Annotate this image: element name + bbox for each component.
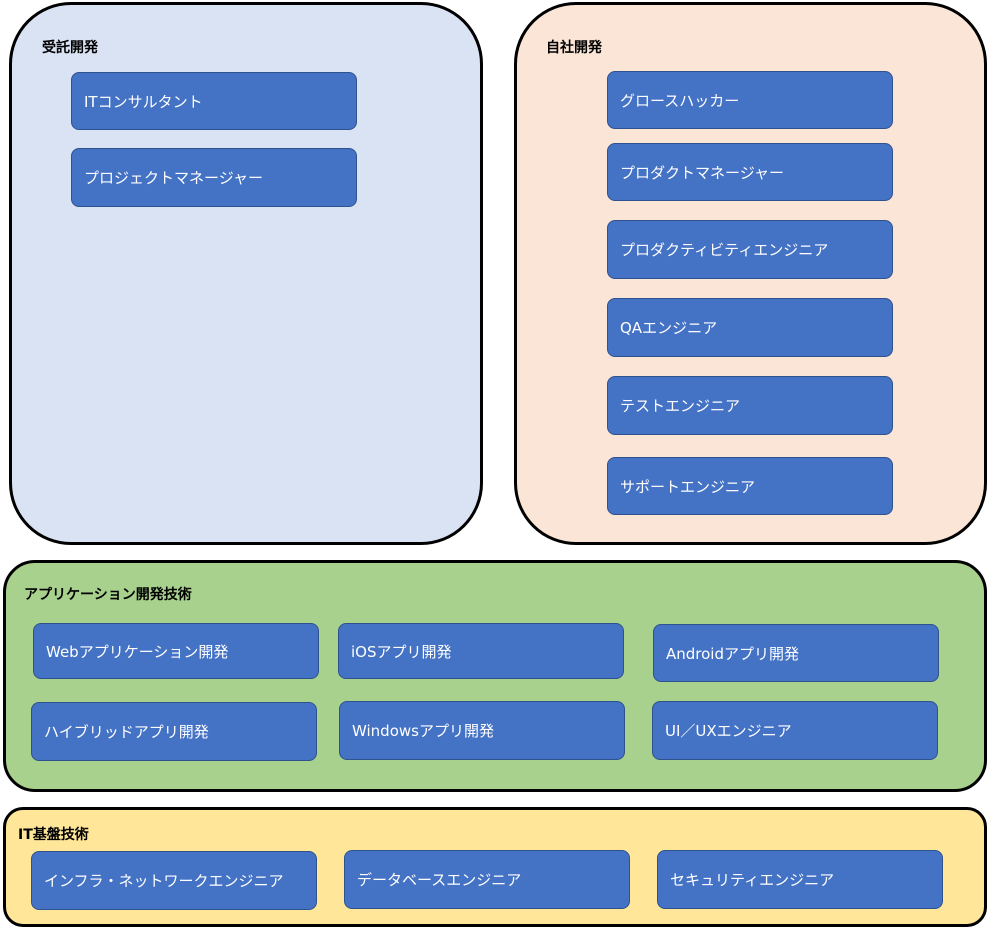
- role-box-database-engineer: データベースエンジニア: [344, 850, 630, 909]
- role-box-windows-app-development: Windowsアプリ開発: [339, 701, 625, 760]
- role-box-ios-app-development: iOSアプリ開発: [338, 623, 624, 679]
- role-box-infra-network-engineer: インフラ・ネットワークエンジニア: [31, 851, 317, 910]
- role-box-qa-engineer: QAエンジニア: [607, 298, 893, 357]
- role-box-web-app-development: Webアプリケーション開発: [33, 623, 319, 679]
- role-box-project-manager: プロジェクトマネージャー: [71, 148, 357, 207]
- role-box-security-engineer: セキュリティエンジニア: [657, 850, 943, 909]
- group-title-contract-development: 受託開発: [42, 40, 98, 56]
- role-box-growth-hacker: グロースハッカー: [607, 71, 893, 129]
- role-box-support-engineer: サポートエンジニア: [607, 457, 893, 515]
- group-title-inhouse-development: 自社開発: [546, 40, 602, 56]
- role-box-hybrid-app-development: ハイブリッドアプリ開発: [31, 702, 317, 761]
- role-box-productivity-engineer: プロダクティビティエンジニア: [607, 220, 893, 279]
- group-title-it-infrastructure-tech: IT基盤技術: [18, 827, 89, 843]
- group-title-application-development-tech: アプリケーション開発技術: [24, 587, 192, 603]
- role-box-product-manager: プロダクトマネージャー: [607, 143, 893, 201]
- role-box-it-consultant: ITコンサルタント: [71, 72, 357, 130]
- role-box-test-engineer: テストエンジニア: [607, 376, 893, 435]
- role-box-ui-ux-engineer: UI／UXエンジニア: [652, 701, 938, 760]
- role-box-android-app-development: Androidアプリ開発: [653, 624, 939, 682]
